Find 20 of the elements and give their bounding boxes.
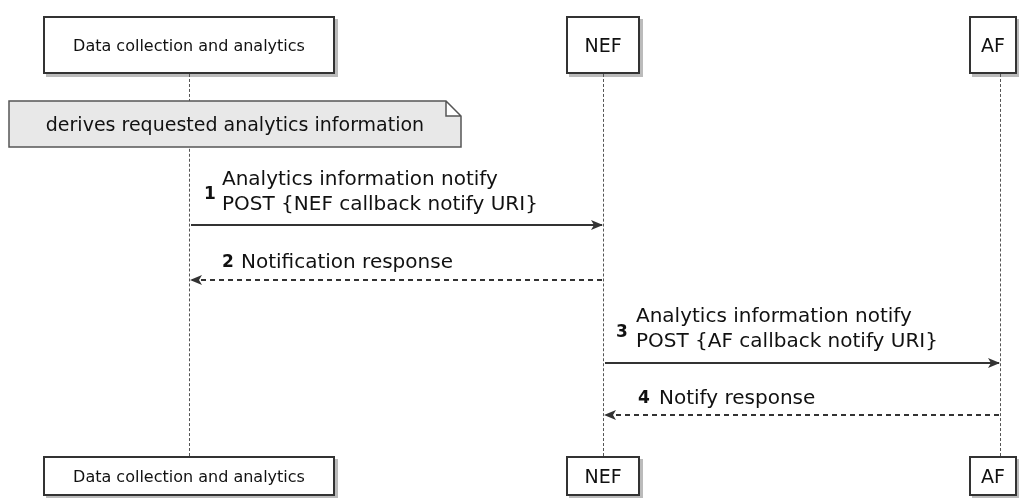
participant-box bbox=[43, 456, 335, 496]
participant-box bbox=[566, 456, 640, 496]
message-arrow bbox=[604, 358, 1000, 368]
participant-box bbox=[566, 16, 640, 74]
participant-label: Data collection and analytics bbox=[73, 466, 305, 486]
lifeline bbox=[1000, 74, 1002, 456]
participant-label: Data collection and analytics bbox=[73, 35, 305, 55]
note-box bbox=[8, 100, 462, 148]
note-text: derives requested analytics information bbox=[45, 113, 425, 135]
participant-box bbox=[969, 456, 1017, 496]
message-arrow bbox=[190, 275, 603, 285]
lifeline bbox=[603, 74, 605, 456]
participant-label: AF bbox=[981, 34, 1005, 56]
message-arrow bbox=[190, 220, 603, 230]
participant-box bbox=[969, 16, 1017, 74]
participant-label: NEF bbox=[584, 34, 622, 56]
participant-label: NEF bbox=[584, 465, 622, 487]
participant-box bbox=[43, 16, 335, 74]
participant-label: AF bbox=[981, 465, 1005, 487]
message-arrow bbox=[604, 410, 1000, 420]
